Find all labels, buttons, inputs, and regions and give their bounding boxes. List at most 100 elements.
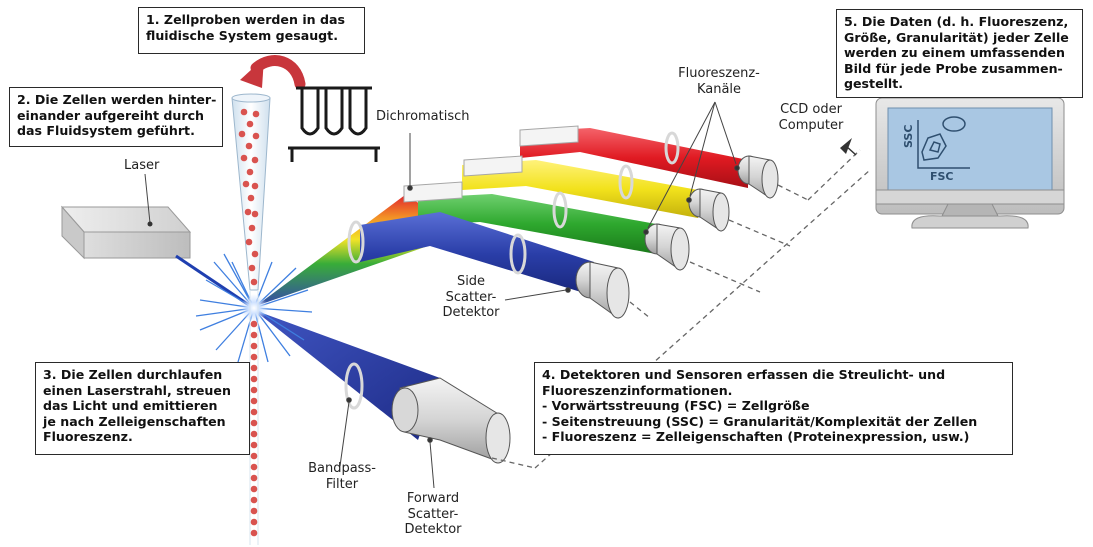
- cell: [245, 142, 253, 150]
- detector-forward-scatter: [391, 377, 511, 464]
- step-5-line: Größe, Granularität) jeder Zelle: [844, 29, 1069, 45]
- cell: [246, 168, 254, 176]
- step-1-line: 1. Zellproben werden in das: [146, 12, 345, 27]
- fluorescence-channels-line: Kanäle: [696, 81, 742, 97]
- step-2-line: das Fluidsystem geführt.: [17, 123, 195, 139]
- cell: [248, 224, 256, 232]
- cell: [250, 353, 258, 361]
- cell: [250, 375, 258, 383]
- fluidic-tube: [231, 93, 271, 545]
- cell: [252, 110, 260, 118]
- detector-red: [737, 155, 779, 199]
- side-scatter-line: Scatter-: [445, 289, 497, 305]
- cell: [251, 182, 259, 190]
- cell: [251, 156, 259, 164]
- cell: [238, 130, 246, 138]
- cell: [248, 264, 256, 272]
- cell: [250, 441, 258, 449]
- dichroic-mirrors: [403, 125, 579, 203]
- step-4-line: - Fluoreszenz = Zelleigenschaften (Prote…: [542, 429, 970, 445]
- interrogation-point: [240, 294, 268, 322]
- step-4-line: 4. Detektoren und Sensoren erfassen die …: [542, 367, 946, 382]
- laser-leader: [144, 173, 151, 224]
- step-1-line: fluidische System gesaugt.: [146, 27, 338, 43]
- side-scatter-line: Detektor: [442, 305, 500, 320]
- cell: [250, 278, 258, 286]
- step-3-line: 3. Die Zellen durchlaufen: [43, 367, 223, 382]
- step-3-box: 3. Die Zellen durchlaufen einen Laserstr…: [35, 362, 250, 455]
- side-scatter-label: Side Scatter- Detektor: [434, 274, 508, 321]
- lens-rings: [344, 131, 680, 410]
- cell: [250, 320, 258, 328]
- laser-leader-dot: [147, 221, 153, 227]
- leader-lines: [339, 101, 740, 489]
- dichroic-label: Dichromatisch: [376, 109, 470, 124]
- cell: [244, 208, 252, 216]
- step-5-box: 5. Die Daten (d. h. Fluoreszenz, Größe, …: [836, 9, 1083, 98]
- cell: [250, 496, 258, 504]
- step-2-line: einander aufgereiht durch: [17, 107, 204, 123]
- laser-label: Laser: [124, 158, 160, 173]
- step-2-line: 2. Die Zellen werden hinter-: [17, 92, 217, 107]
- step-4-line: Fluoreszenzinformationen.: [542, 382, 733, 398]
- cell: [240, 108, 248, 116]
- step-4-box: 4. Detektoren und Sensoren erfassen die …: [534, 362, 1013, 455]
- step-1-box: 1. Zellproben werden in das fluidische S…: [138, 7, 365, 54]
- cell: [251, 210, 259, 218]
- bandpass-filter-line: Filter: [325, 476, 359, 492]
- detector-side-scatter: [575, 261, 630, 319]
- cell: [245, 238, 253, 246]
- computer-monitor: SSC FSC: [875, 97, 1065, 229]
- cell: [250, 485, 258, 493]
- laser-source: [60, 205, 192, 260]
- cell: [250, 474, 258, 482]
- forward-scatter-line: Forward: [406, 491, 460, 506]
- cell: [250, 529, 258, 537]
- cell: [252, 132, 260, 140]
- monitor-fsc-label: FSC: [930, 170, 954, 183]
- forward-scatter-line: Scatter-: [407, 506, 459, 522]
- fluorescence-channels-label: Fluoreszenz- Kanäle: [678, 66, 760, 97]
- cell: [250, 452, 258, 460]
- step-5-line: 5. Die Daten (d. h. Fluoreszenz,: [844, 14, 1069, 29]
- cell: [250, 342, 258, 350]
- cell: [247, 194, 255, 202]
- step-4-line: - Seitenstreuung (SSC) = Granularität/Ko…: [542, 413, 978, 429]
- intake-arrow-head: [240, 58, 264, 88]
- cell: [250, 408, 258, 416]
- ccd-computer-line: CCD oder: [780, 102, 842, 117]
- step-3-line: einen Laserstrahl, streuen: [43, 382, 231, 398]
- cell: [250, 507, 258, 515]
- step-5-line: gestellt.: [844, 76, 904, 92]
- channel-beams: [360, 128, 748, 296]
- bandpass-filter-label: Bandpass- Filter: [302, 461, 382, 492]
- cell: [250, 419, 258, 427]
- cell: [250, 364, 258, 372]
- cell: [250, 331, 258, 339]
- cell: [251, 250, 259, 258]
- step-3-line: je nach Zelleigenschaften: [43, 413, 226, 429]
- step-4-line: - Vorwärtsstreuung (FSC) = Zellgröße: [542, 398, 810, 414]
- forward-scatter-line: Detektor: [404, 522, 462, 537]
- sample-tubes: [288, 86, 380, 162]
- monitor-ssc-label: SSC: [902, 125, 915, 148]
- step-3-line: das Licht und emittieren: [43, 398, 218, 414]
- cell: [250, 518, 258, 526]
- forward-scatter-label: Forward Scatter- Detektor: [394, 491, 472, 538]
- step-5-line: werden zu einem umfassenden: [844, 45, 1065, 61]
- cell: [242, 180, 250, 188]
- cell: [250, 386, 258, 394]
- cell: [250, 397, 258, 405]
- cell: [240, 154, 248, 162]
- step-5-line: Bild für jede Probe zusammen-: [844, 60, 1063, 76]
- detector-green: [644, 223, 690, 271]
- side-scatter-line: Side: [456, 274, 486, 289]
- cell: [250, 463, 258, 471]
- bandpass-filter-line: Bandpass-: [308, 461, 376, 476]
- cell: [246, 120, 254, 128]
- step-3-line: Fluoreszenz.: [43, 429, 133, 445]
- cell: [250, 430, 258, 438]
- ccd-computer-line: Computer: [778, 117, 844, 133]
- step-2-box: 2. Die Zellen werden hinter- einander au…: [9, 87, 223, 147]
